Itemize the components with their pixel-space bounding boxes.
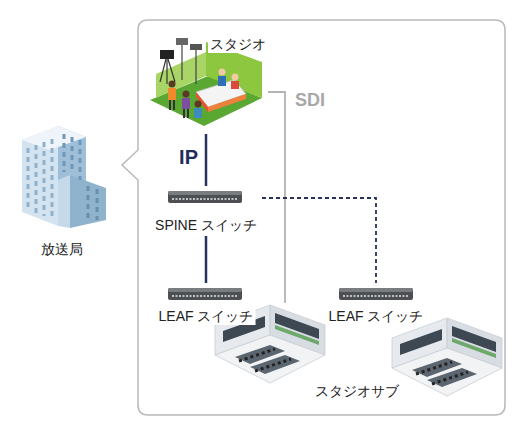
switch-icon — [168, 288, 242, 300]
node-label: スタジオ — [208, 36, 268, 53]
building-node: 放送局 — [10, 112, 114, 260]
connector — [205, 236, 208, 283]
node-label: スタジオサブ — [313, 383, 401, 400]
switch-icon — [168, 191, 242, 203]
control-room — [392, 318, 502, 396]
node-label: LEAF スイッチ — [157, 308, 256, 325]
edge-label: IP — [179, 146, 198, 168]
edge-label: SDI — [295, 90, 325, 110]
studio-node: スタジオ — [150, 34, 268, 134]
connector — [205, 134, 208, 186]
spine-switch: SPINE スイッチ — [150, 186, 262, 236]
node-label: 放送局 — [39, 241, 85, 258]
node-label: LEAF スイッチ — [327, 308, 426, 325]
node-label: SPINE スイッチ — [153, 217, 259, 234]
leaf-switch: LEAF スイッチ — [322, 283, 430, 327]
leaf-switch: LEAF スイッチ — [150, 283, 262, 327]
building-icon — [22, 126, 106, 228]
callout-panel — [122, 20, 505, 415]
connector — [262, 198, 376, 283]
switch-icon — [339, 288, 413, 300]
studio-sub-node: スタジオサブ — [212, 303, 502, 402]
